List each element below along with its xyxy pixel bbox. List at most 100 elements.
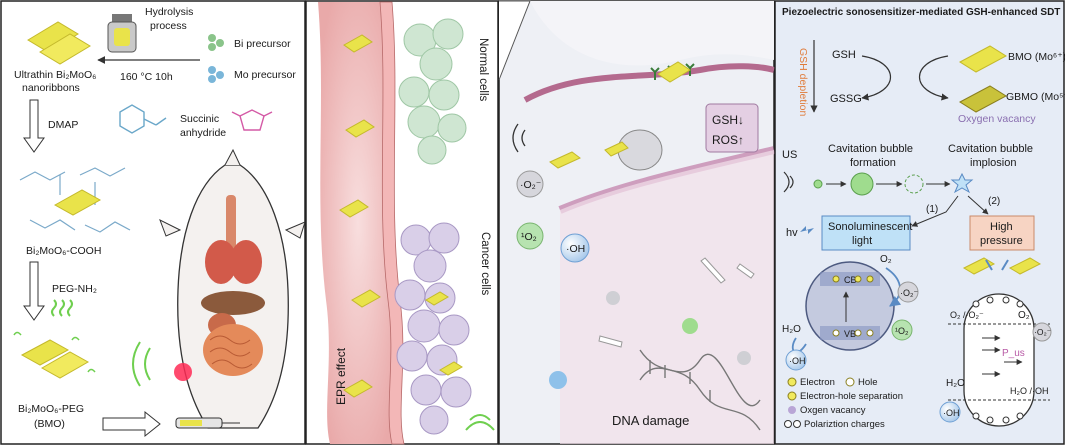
us-wave-icon [783,171,794,193]
cell-nanoribbon-2 [604,141,629,157]
large-bubble [850,172,874,196]
hydroxyl-bubble [560,233,590,263]
singlet-oxygen-label-2: ¹O₂ [895,326,909,336]
legend-hole: Hole [858,377,878,388]
implosion-burst-icon [950,172,974,194]
peg-chain-icon [51,299,73,317]
small-bubble [813,179,823,189]
singlet-oxygen-bubble-2 [891,319,913,341]
dna-helix-icon [639,349,761,431]
bmo-cluster [13,331,96,379]
superoxide-bubble [516,170,544,198]
peg-label: Bi₂MoO₆-PEG(BMO) [18,403,84,430]
hydroxyl-label-3: ·OH [943,408,960,418]
ros-up-label: ROS↑ [712,133,744,147]
mechanism-panel: Piezoelectric sonosensitizer-mediated GS… [774,0,1065,445]
h2o-oh-label: H₂O /·OH [1010,386,1049,396]
gssg-label: GSSG [830,93,862,105]
dmap-label: DMAP [48,119,78,131]
superoxide-label-3: ·O₂⁻ [1034,327,1052,337]
vessel-nanoribbons [339,34,381,398]
cooh-label: Bi₂MoO₆-COOH [26,245,101,257]
legend-vacancy: Oxgen vacancy [800,405,866,416]
blood-vessel [318,2,398,444]
path2-label: (2) [988,196,1000,207]
superoxide-label-2: ·O₂⁻ [900,288,918,298]
gsh-redox-arrow [861,55,891,101]
epr-effect-label: EPR effect [334,347,348,405]
gbmo-ribbon [959,85,1007,113]
hydroxyl-bubble-2 [785,349,807,371]
endothelial-wall [379,1,405,445]
path1-label: (1) [926,204,938,215]
gsh-down-label: GSH↓ [712,113,744,127]
hydroxyl-bubble-3 [939,401,961,423]
bmo-ribbon [959,45,1007,73]
imploding-bubble [904,174,924,194]
cancer-cell-nanoribbons [425,291,463,376]
bmo-redox-arrow [919,55,949,101]
singlet-oxygen-bubble [516,222,544,250]
peg-nh2-label: PEG-NH₂ [52,283,97,295]
path1-arrow [911,195,959,227]
piezo-capsule [963,293,1035,427]
cooh-molecule-icon [19,167,131,233]
mechanism-title: Piezoelectric sonosensitizer-mediated GS… [782,7,1060,18]
mouse-illustration [132,148,306,429]
succinic-anhydride-icon [231,109,273,131]
bi-precursor-icon [208,34,224,51]
bi-precursor-label: Bi precursor [234,38,291,50]
particle [737,351,751,365]
normal-cells-label: Normal cells [477,38,489,102]
oxygen-vacancy-label: Oxygen vacancy [958,113,1036,125]
gsh-label: GSH [832,49,856,61]
light-bolt-icon [800,226,814,234]
vb-label: VB [844,329,856,339]
vessel-panel: Normal cells Cancer cells EPR effect [305,0,499,445]
cell-panel: GSH↓ ROS↑ ·O₂⁻ ¹O₂ ·OH DNA damage [498,0,775,445]
injection-arrow [102,410,161,438]
hole-markers [832,329,874,337]
high-pressure-box [969,215,1035,251]
ultrasound-wave-icon [465,414,495,431]
h2o-label-1: H₂O [782,324,801,335]
us-label: US [782,149,797,161]
legend: Electron Hole Electron-hole separation O… [784,377,903,430]
mo-precursor-label: Mo precursor [234,69,296,81]
legend-separation: Electron-hole separation [800,391,903,402]
cooh-nanoribbon [53,189,102,216]
gsh-depletion-label: GSH depletion [797,48,809,116]
down-arrow-2 [23,261,45,321]
singlet-oxygen-label: ¹O₂ [521,231,537,243]
down-arrow-1 [23,99,45,153]
electron-markers [832,275,874,283]
superoxide-label: ·O₂⁻ [520,179,542,191]
normal-cells [398,18,467,165]
mo-precursor-icon [208,66,224,83]
particle [682,318,698,334]
dna-damage-label: DNA damage [612,413,689,428]
polarization-charges [972,296,1024,424]
particle [606,291,620,305]
pus-label: P_us [1002,348,1025,359]
autoclave-icon [107,14,137,53]
legend-polarization: Polariztion charges [804,419,885,430]
dmap-molecule-icon [119,104,167,134]
vb-band [820,326,880,340]
o2-label-2: O₂ [1018,310,1030,321]
field-arrows [982,335,1023,377]
chromosome-icons [598,257,755,348]
superoxide-bubble-3 [1032,322,1052,342]
sonoluminescent-box [821,215,911,251]
o2-label-1: O₂ [880,254,892,265]
gsh-ros-box [705,103,759,153]
